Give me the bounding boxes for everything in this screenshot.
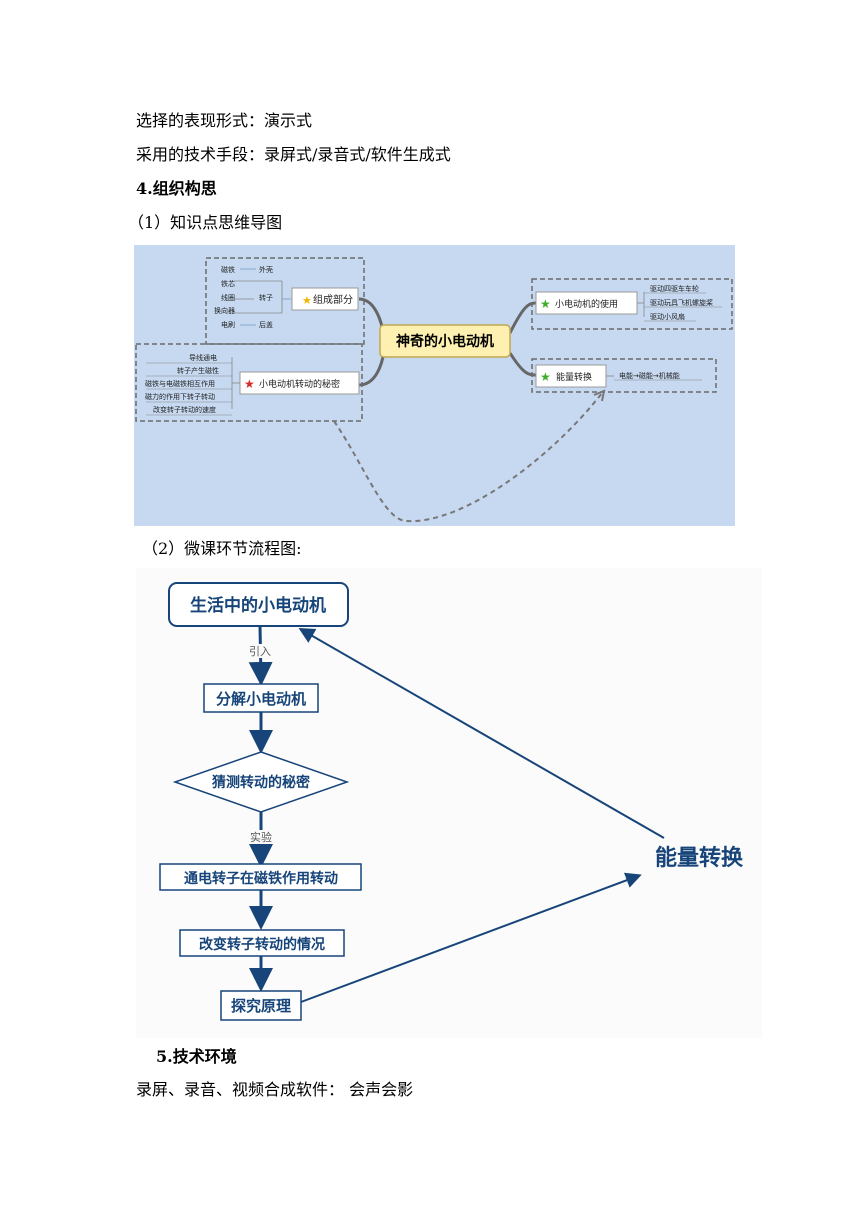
- usage-group: [531, 278, 733, 330]
- technical-means-line: 采用的技术手段：录屏式/录音式/软件生成式: [136, 145, 451, 164]
- energy-chain: 电能→磁能→机械能: [619, 371, 680, 380]
- representation-form-line: 选择的表现形式：演示式: [136, 111, 313, 130]
- arrow-energy-to-start: [298, 628, 665, 839]
- step-label: 探究原理: [231, 997, 291, 1015]
- edge-label-experiment: 实验: [250, 830, 272, 844]
- step-energized-rotor: [159, 863, 362, 891]
- secret-group: [135, 343, 363, 422]
- section-heading-organization: 4.组织构思: [136, 179, 217, 198]
- step-explore-principle: [220, 990, 302, 1021]
- knowledge-mindmap: 神奇的小电动机 ★ 组成部分 转子 磁铁 外壳 铁芯 线圈 换向器 电刷 后盖 …: [134, 245, 735, 526]
- secret-item: 改变转子转动的速度: [153, 405, 216, 414]
- flowchart-caption: （2）微课环节流程图:: [142, 539, 302, 558]
- center-topic-label: 神奇的小电动机: [396, 333, 494, 350]
- usage-item: 驱动玩具飞机螺旋桨: [650, 298, 713, 307]
- secret-item: 磁铁与电磁铁相互作用: [145, 379, 215, 388]
- rotor-label: 转子: [259, 293, 273, 302]
- edge-label-intro: 引入: [249, 644, 271, 658]
- coil-label: 线圈: [221, 293, 235, 302]
- connector-energy: [508, 352, 537, 377]
- step-disassemble: [203, 683, 319, 713]
- secret-item: 导线通电: [189, 353, 217, 362]
- step-label: 生活中的小电动机: [190, 595, 326, 616]
- arrow-principle-to-energy: [300, 872, 642, 1003]
- usage-item: 驱动四驱车车轮: [650, 284, 699, 293]
- magnet-label: 磁铁: [221, 265, 235, 274]
- star-icon: ★: [244, 377, 255, 391]
- iron-core-label: 铁芯: [221, 279, 235, 288]
- star-icon: ★: [540, 297, 551, 311]
- section-heading-environment: 5.技术环境: [156, 1047, 237, 1066]
- connector-usage: [508, 301, 537, 334]
- star-icon: ★: [302, 294, 312, 307]
- star-icon: ★: [540, 370, 551, 384]
- step-daily-motor: [168, 582, 349, 627]
- shell-label: 外壳: [259, 265, 273, 274]
- commutator-label: 换向器: [214, 306, 235, 315]
- energy-conversion-label: 能量转换: [655, 845, 744, 871]
- relationship-arrow: [333, 392, 603, 523]
- software-line: 录屏、录音、视频合成软件： 会声会影: [136, 1080, 414, 1099]
- back-cover-label: 后盖: [259, 320, 273, 329]
- center-topic-box: [379, 324, 511, 358]
- usage-item: 驱动小风扇: [650, 312, 685, 321]
- composition-label: 组成部分: [313, 293, 353, 306]
- microlesson-flowchart: 生活中的小电动机 引入 分解小电动机 猜测转动的秘密 实验 通电转子在磁铁作用转…: [136, 568, 762, 1038]
- edge-label-bg: [245, 830, 277, 844]
- brush-label: 电刷: [221, 320, 235, 329]
- secret-label: 小电动机转动的秘密: [259, 378, 340, 390]
- step-change-rotation: [179, 929, 345, 957]
- mindmap-caption: （1）知识点思维导图: [128, 213, 283, 232]
- usage-label: 小电动机的使用: [555, 298, 618, 310]
- relationship-arrowhead: [593, 389, 606, 402]
- edge-label-bg: [244, 644, 274, 658]
- energy-label: 能量转换: [556, 371, 592, 383]
- step-label: 猜测转动的秘密: [211, 774, 310, 791]
- energy-group: [531, 358, 717, 393]
- flowchart-background: [136, 568, 762, 1038]
- step-label: 分解小电动机: [216, 690, 306, 708]
- step-label: 通电转子在磁铁作用转动: [184, 870, 338, 887]
- step-label: 改变转子转动的情况: [199, 936, 325, 953]
- secret-item: 转子产生磁性: [177, 366, 219, 375]
- secret-item: 磁力的作用下转子转动: [145, 392, 215, 401]
